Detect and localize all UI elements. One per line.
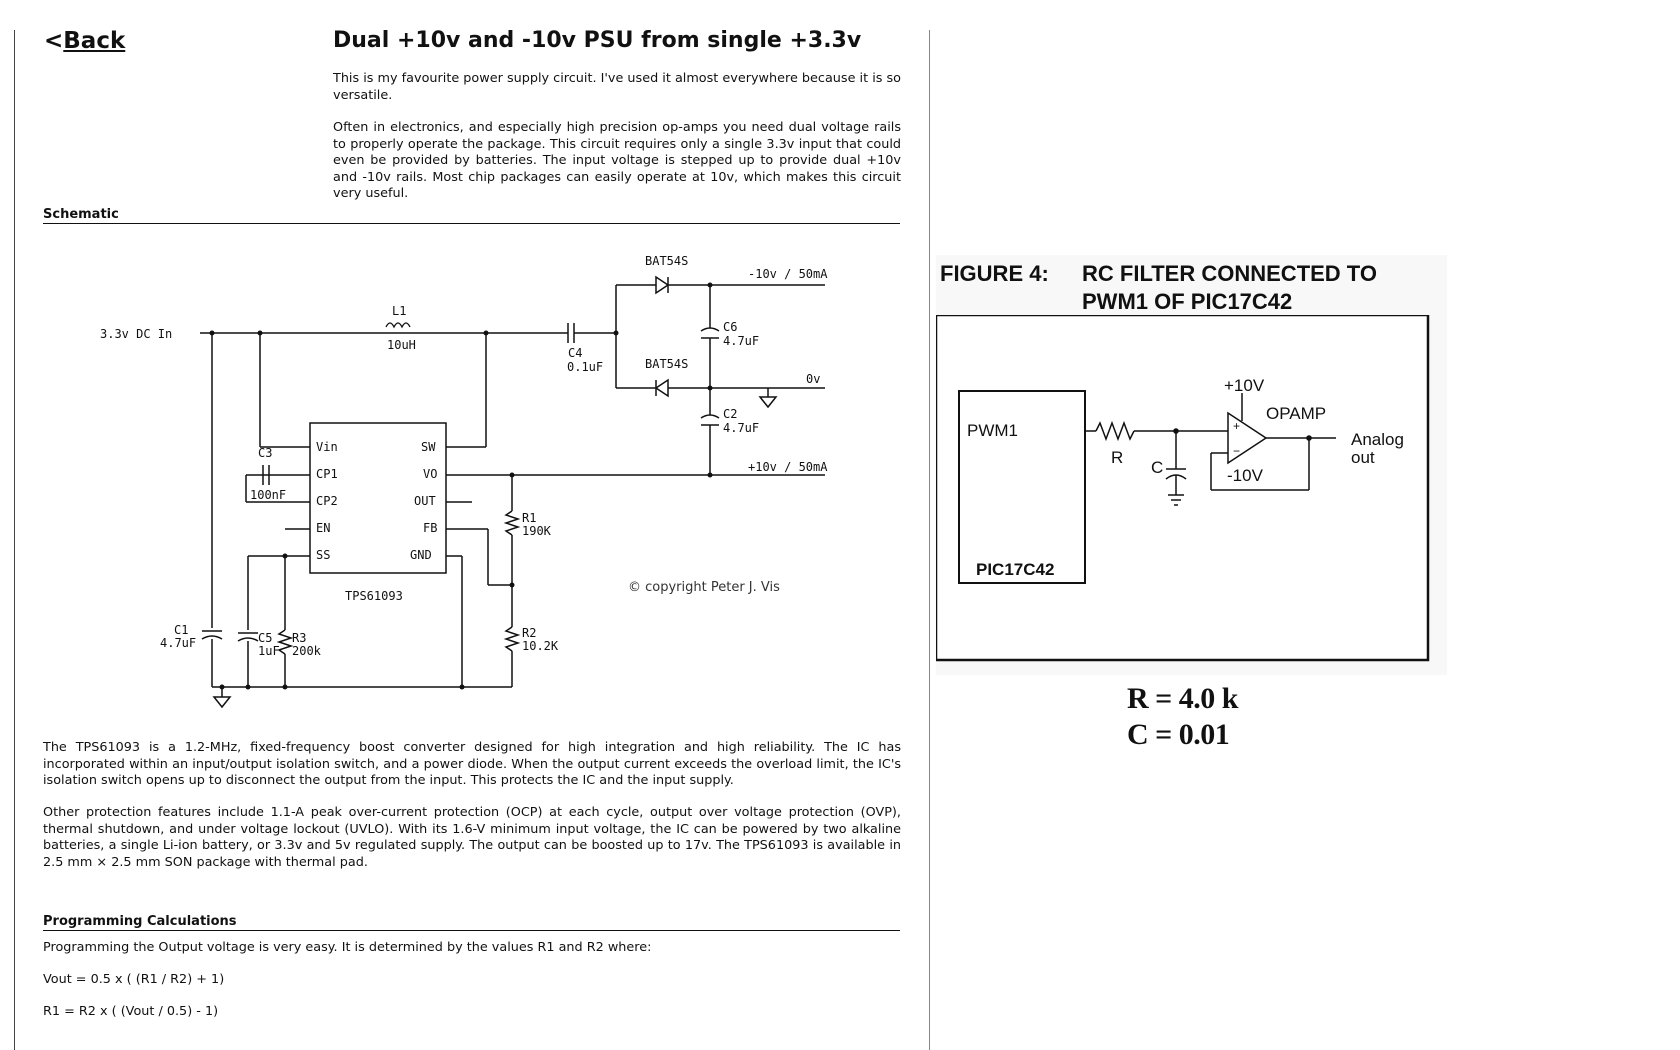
section-heading-programming: Programming Calculations — [43, 914, 900, 931]
output-negative-label: -10v / 50mA — [748, 267, 828, 281]
opamp-plus-sign: + — [1233, 419, 1240, 433]
c6-label: C6 — [723, 320, 737, 334]
c3-value: 100nF — [250, 488, 286, 502]
c-label: C — [1151, 458, 1163, 477]
output-positive-label: +10v / 50mA — [748, 460, 828, 474]
out-label: out — [1351, 448, 1375, 467]
back-label: Back — [63, 28, 126, 54]
r3-label: R3 — [292, 631, 306, 645]
vminus-label: -10V — [1227, 466, 1264, 485]
figure-caption-line-2: PWM1 OF PIC17C42 — [1082, 289, 1293, 314]
pwm-label: PWM1 — [967, 421, 1018, 440]
c4-label: C4 — [568, 346, 582, 360]
r3-value: 200k — [292, 644, 322, 658]
section-heading-schematic: Schematic — [43, 207, 900, 224]
c6-value: 4.7uF — [723, 334, 759, 348]
back-link[interactable]: <Back — [44, 28, 125, 54]
diode-top-label: BAT54S — [645, 254, 688, 268]
output-zero-label: 0v — [806, 372, 820, 386]
pin-vin: Vin — [316, 440, 338, 454]
pin-fb: FB — [423, 521, 437, 535]
back-arrow: < — [44, 28, 64, 54]
c3-label: C3 — [258, 446, 272, 460]
ic-label: TPS61093 — [345, 589, 403, 603]
pin-gnd: GND — [410, 548, 432, 562]
pin-cp2: CP2 — [316, 494, 338, 508]
formula-r1: R1 = R2 x ( (Vout / 0.5) - 1) — [43, 1004, 219, 1019]
body-paragraph-2: Other protection features include 1.1-A … — [43, 805, 901, 870]
r2-label: R2 — [522, 626, 536, 640]
intro-paragraph-1: This is my favourite power supply circui… — [333, 71, 901, 103]
pin-en: EN — [316, 521, 330, 535]
l1-value: 10uH — [387, 338, 416, 352]
r-value-formula: R = 4.0 k — [1127, 682, 1238, 715]
figure-number: FIGURE 4: — [940, 261, 1049, 286]
c-value-formula: C = 0.01 — [1127, 718, 1230, 751]
body-paragraph-1: The TPS61093 is a 1.2-MHz, fixed-frequen… — [43, 740, 901, 789]
intro-paragraph-2: Often in electronics, and especially hig… — [333, 120, 901, 202]
c1-label: C1 — [174, 623, 188, 637]
pin-vo: VO — [423, 467, 437, 481]
r1-label: R1 — [522, 511, 536, 525]
schematic-diagram: 3.3v DC In L1 10uH C4 0.1uF BAT54S -10v … — [100, 254, 828, 709]
pin-cp1: CP1 — [316, 467, 338, 481]
opamp-minus-sign: − — [1233, 444, 1240, 458]
figure-caption-line-1: RC FILTER CONNECTED TO — [1082, 261, 1377, 286]
formula-vout: Vout = 0.5 x ( (R1 / R2) + 1) — [43, 972, 225, 987]
analog-label: Analog — [1351, 430, 1404, 449]
page-left-border — [14, 30, 15, 1050]
figure-frame — [936, 315, 1430, 662]
c2-value: 4.7uF — [723, 421, 759, 435]
pin-out: OUT — [414, 494, 436, 508]
pic-chip-box — [958, 390, 1086, 584]
r2-value: 10.2K — [522, 639, 559, 653]
c1-value: 4.7uF — [160, 636, 196, 650]
vplus-label: +10V — [1224, 376, 1265, 395]
c5-label: C5 — [258, 631, 272, 645]
chip-label: PIC17C42 — [976, 560, 1054, 579]
pin-sw: SW — [421, 440, 436, 454]
copyright-note: © copyright Peter J. Vis — [628, 580, 780, 595]
l1-label: L1 — [392, 304, 406, 318]
r1-value: 190K — [522, 524, 552, 538]
input-label: 3.3v DC In — [100, 327, 172, 341]
c2-label: C2 — [723, 407, 737, 421]
page-title: Dual +10v and -10v PSU from single +3.3v — [333, 28, 862, 53]
c4-value: 0.1uF — [567, 360, 603, 374]
c5-value: 1uF — [258, 644, 280, 658]
page-right-border — [929, 30, 930, 1050]
rc-filter-diagram: PWM1 PIC17C42 R C + − +10V OPAMP -10V An… — [936, 315, 1430, 662]
programming-text: Programming the Output voltage is very e… — [43, 940, 652, 955]
r-label: R — [1111, 448, 1123, 467]
diode-bottom-label: BAT54S — [645, 357, 688, 371]
pin-ss: SS — [316, 548, 330, 562]
opamp-label: OPAMP — [1266, 404, 1326, 423]
